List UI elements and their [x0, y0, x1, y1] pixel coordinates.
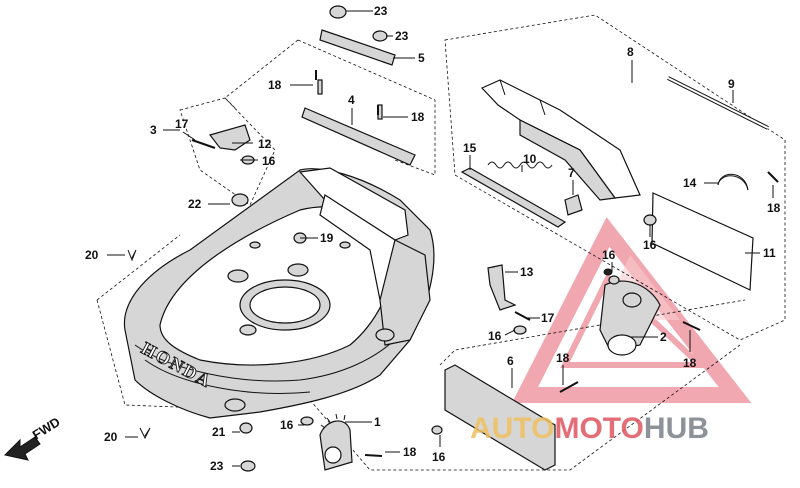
callout-11: 11 — [763, 246, 776, 260]
callout-22: 22 — [188, 197, 202, 211]
watermark-moto: MOTO — [554, 412, 643, 445]
watermark-auto: AUTO — [470, 412, 554, 445]
callout-9: 9 — [728, 77, 735, 91]
callout-18: 18 — [403, 445, 417, 459]
fwd-arrow: FWD — [3, 414, 63, 461]
rear-cover-parts — [301, 5, 416, 166]
callout-20: 20 — [104, 430, 118, 444]
bracket-part — [191, 124, 255, 207]
callout-16: 16 — [280, 418, 294, 432]
callout-6: 6 — [507, 354, 514, 368]
rod-part — [667, 76, 769, 130]
fwd-label: FWD — [30, 414, 63, 442]
callout-5: 5 — [418, 51, 425, 65]
watermark-hub: HUB — [644, 412, 709, 445]
callout-19: 19 — [320, 231, 334, 245]
callout-14: 14 — [683, 176, 697, 190]
callout-21: 21 — [212, 425, 226, 439]
clip-symbols — [127, 249, 151, 440]
clip-part — [564, 194, 583, 216]
gear-part — [319, 413, 353, 471]
front-plate-part — [444, 364, 556, 471]
callout-4: 4 — [348, 93, 355, 107]
callout-13: 13 — [520, 265, 534, 279]
callout-18: 18 — [767, 201, 781, 215]
handle-part — [717, 173, 749, 191]
spring-part — [487, 161, 553, 169]
callout-16: 16 — [432, 450, 446, 464]
callout-23: 23 — [374, 4, 388, 18]
callout-16: 16 — [488, 329, 502, 343]
callout-16: 16 — [602, 248, 616, 262]
callout-16: 16 — [643, 238, 657, 252]
callout-23: 23 — [210, 459, 224, 473]
callout-17: 17 — [175, 117, 189, 131]
callout-15: 15 — [463, 141, 477, 155]
callout-7: 7 — [568, 166, 575, 180]
flap-part — [651, 192, 754, 291]
callout-18: 18 — [268, 78, 282, 92]
callout-10: 10 — [523, 152, 537, 166]
callout-12: 12 — [258, 137, 272, 151]
callout-2: 2 — [660, 330, 667, 344]
leader-lines — [107, 10, 774, 467]
arm-part — [487, 264, 517, 311]
mower-deck: HONDA — [123, 167, 435, 419]
callout-18: 18 — [411, 110, 425, 124]
bar-part — [460, 167, 567, 228]
watermark-text: AUTOMOTOHUB — [470, 412, 709, 445]
callout-23: 23 — [395, 29, 409, 43]
callout-3: 3 — [150, 123, 157, 137]
callout-16: 16 — [262, 154, 276, 168]
callout-1: 1 — [374, 415, 381, 429]
callout-20: 20 — [85, 248, 99, 262]
callout-numbers: 23 23 5 8 9 18 4 18 3 17 12 16 15 10 7 1… — [85, 4, 781, 473]
callout-17: 17 — [541, 311, 555, 325]
watermark-text-part-a: AUTOMOTOHUB — [470, 412, 709, 445]
pivot-assembly — [599, 268, 661, 356]
rear-guard-part — [480, 79, 641, 201]
callout-18: 18 — [683, 356, 697, 370]
callout-8: 8 — [627, 45, 634, 59]
callout-18: 18 — [556, 351, 570, 365]
